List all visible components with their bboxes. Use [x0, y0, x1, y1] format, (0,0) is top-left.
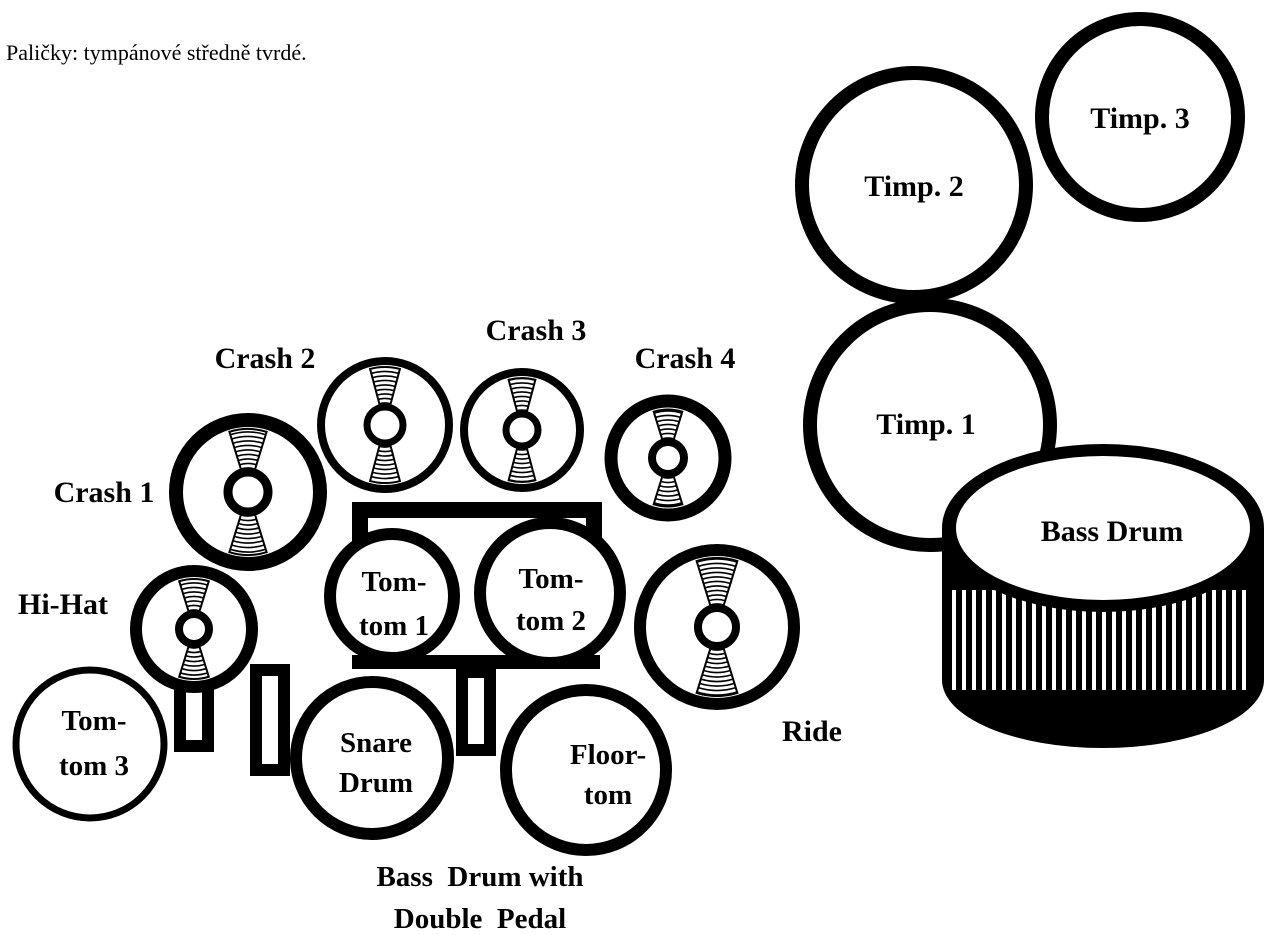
crash-4-label: Crash 4 [635, 342, 736, 375]
snare-drum-label-line1: Snare [340, 727, 412, 759]
pedal-right [456, 666, 496, 756]
crash-4-cymbal [604, 394, 732, 522]
crash-3-label: Crash 3 [486, 314, 587, 347]
concert-bass-drum: Bass Drum [942, 444, 1264, 748]
hihat-stand [174, 676, 214, 752]
crash-3-cymbal [460, 368, 584, 492]
timpani-3-label: Timp. 3 [1090, 102, 1189, 135]
hihat-cymbal [130, 565, 258, 693]
timpani-3: Timp. 3 [1035, 12, 1245, 222]
tomtom-3-label-line1: Tom- [62, 705, 127, 737]
crash-1-label: Crash 1 [54, 476, 155, 509]
timpani-2-label: Timp. 2 [864, 170, 963, 203]
mallet-note: Paličky: tympánové středně tvrdé. [6, 40, 307, 65]
floor-tom: Floor- tom [500, 684, 672, 856]
crash-2-label: Crash 2 [215, 342, 316, 375]
tomtom-1: Tom- tom 1 [324, 528, 460, 664]
tomtom-2-label-line2: tom 2 [516, 605, 586, 637]
hihat-label: Hi-Hat [18, 588, 108, 621]
tomtom-1-label-line2: tom 1 [359, 610, 429, 642]
tomtom-3-label-line2: tom 3 [59, 750, 129, 782]
cymbals-group [130, 357, 800, 710]
pedal-caption-line1: Bass Drum with [376, 861, 583, 893]
tomtom-2: Tom- tom 2 [474, 517, 626, 669]
pedal-caption-line2: Double Pedal [394, 903, 566, 935]
floor-tom-label-line1: Floor- [570, 739, 646, 771]
ride-label: Ride [782, 715, 842, 748]
tomtom-2-label-line1: Tom- [519, 563, 584, 595]
timpani-1-label: Timp. 1 [876, 408, 975, 441]
floor-tom-label-line2: tom [584, 779, 632, 811]
timpani-2: Timp. 2 [795, 66, 1033, 304]
snare-drum: Snare Drum [290, 676, 454, 840]
snare-drum-label-line2: Drum [339, 767, 413, 799]
crash-1-cymbal [169, 413, 327, 571]
concert-bass-drum-label: Bass Drum [1041, 515, 1184, 548]
pedal-left [250, 664, 290, 776]
tomtom-3: Tom- tom 3 [12, 666, 168, 822]
crash-2-cymbal [317, 357, 453, 493]
tomtom-1-label-line1: Tom- [362, 566, 427, 598]
ride-cymbal [634, 544, 800, 710]
